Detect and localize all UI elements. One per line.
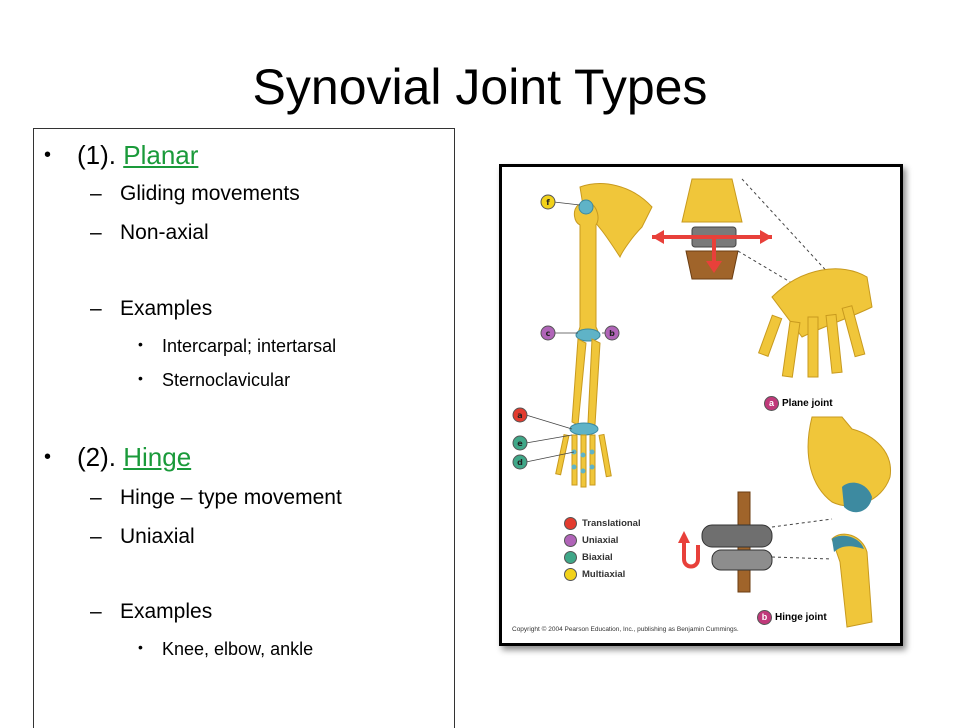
legend-swatch: [564, 534, 577, 547]
bullet-dot: •: [138, 639, 143, 655]
hinge-ex1-text: Knee, elbow, ankle: [162, 639, 314, 659]
hinge-sub1-text: Hinge – type movement: [120, 486, 342, 509]
figure-copyright: Copyright © 2004 Pearson Education, Inc.…: [512, 626, 739, 633]
upper-limb-bones: [555, 183, 653, 488]
svg-text:a: a: [517, 411, 522, 420]
caption-badge: b: [757, 610, 772, 625]
caption-text: Plane joint: [782, 398, 833, 409]
hinge-sub2-text: Uniaxial: [120, 525, 195, 548]
svg-text:e: e: [517, 439, 523, 448]
planar-ex1-text: Intercarpal; intertarsal: [162, 336, 337, 356]
planar-sub3-text: Examples: [120, 297, 213, 320]
planar-sub1-text: Gliding movements: [120, 182, 300, 205]
hand-illustration: [757, 268, 873, 378]
skeleton-illustration: f c b a e d: [512, 178, 891, 628]
dash: –: [90, 221, 102, 244]
legend-label: Translational: [582, 518, 641, 530]
hinge-sub3-text: Examples: [120, 600, 213, 623]
dash: –: [90, 600, 102, 623]
hinge-prefix: (2).: [77, 442, 116, 472]
svg-text:c: c: [546, 329, 551, 338]
joint-markers: f c b a e d: [512, 194, 620, 470]
legend-swatch: [564, 551, 577, 564]
slide-title: Synovial Joint Types: [252, 59, 708, 115]
legend-swatch: [564, 517, 577, 530]
hinge-link[interactable]: Hinge: [123, 442, 192, 472]
dash: –: [90, 486, 102, 509]
legend-label: Biaxial: [582, 552, 613, 564]
bullet-dot: •: [44, 446, 52, 468]
legend-uniaxial: Uniaxial: [564, 534, 618, 547]
elbow-illustration: [807, 416, 891, 628]
legend-translational: Translational: [564, 517, 641, 530]
content-textbox: [33, 128, 455, 728]
dash: –: [90, 297, 102, 320]
legend-biaxial: Biaxial: [564, 551, 613, 564]
legend-label: Multiaxial: [582, 569, 626, 581]
bullet-dot: •: [138, 370, 143, 386]
legend-swatch: [564, 568, 577, 581]
svg-text:b: b: [609, 329, 615, 338]
bullet-dot: •: [44, 144, 52, 166]
legend-label: Uniaxial: [582, 535, 619, 547]
planar-link[interactable]: Planar: [123, 140, 199, 170]
svg-text:f: f: [546, 198, 550, 207]
planar-ex2-text: Sternoclavicular: [162, 370, 291, 390]
bullet-dot: •: [138, 336, 143, 352]
hinge-joint-model: [678, 491, 833, 593]
caption-text: Hinge joint: [775, 612, 827, 623]
legend-multiaxial: Multiaxial: [564, 568, 625, 581]
plane-joint-model: [652, 178, 833, 296]
dash: –: [90, 182, 102, 205]
planar-prefix: (1).: [77, 140, 116, 170]
joint-types-figure: f c b a e d: [499, 164, 903, 646]
svg-text:d: d: [517, 458, 523, 467]
caption-badge: a: [764, 396, 779, 411]
dash: –: [90, 525, 102, 548]
planar-sub2-text: Non-axial: [120, 221, 209, 244]
